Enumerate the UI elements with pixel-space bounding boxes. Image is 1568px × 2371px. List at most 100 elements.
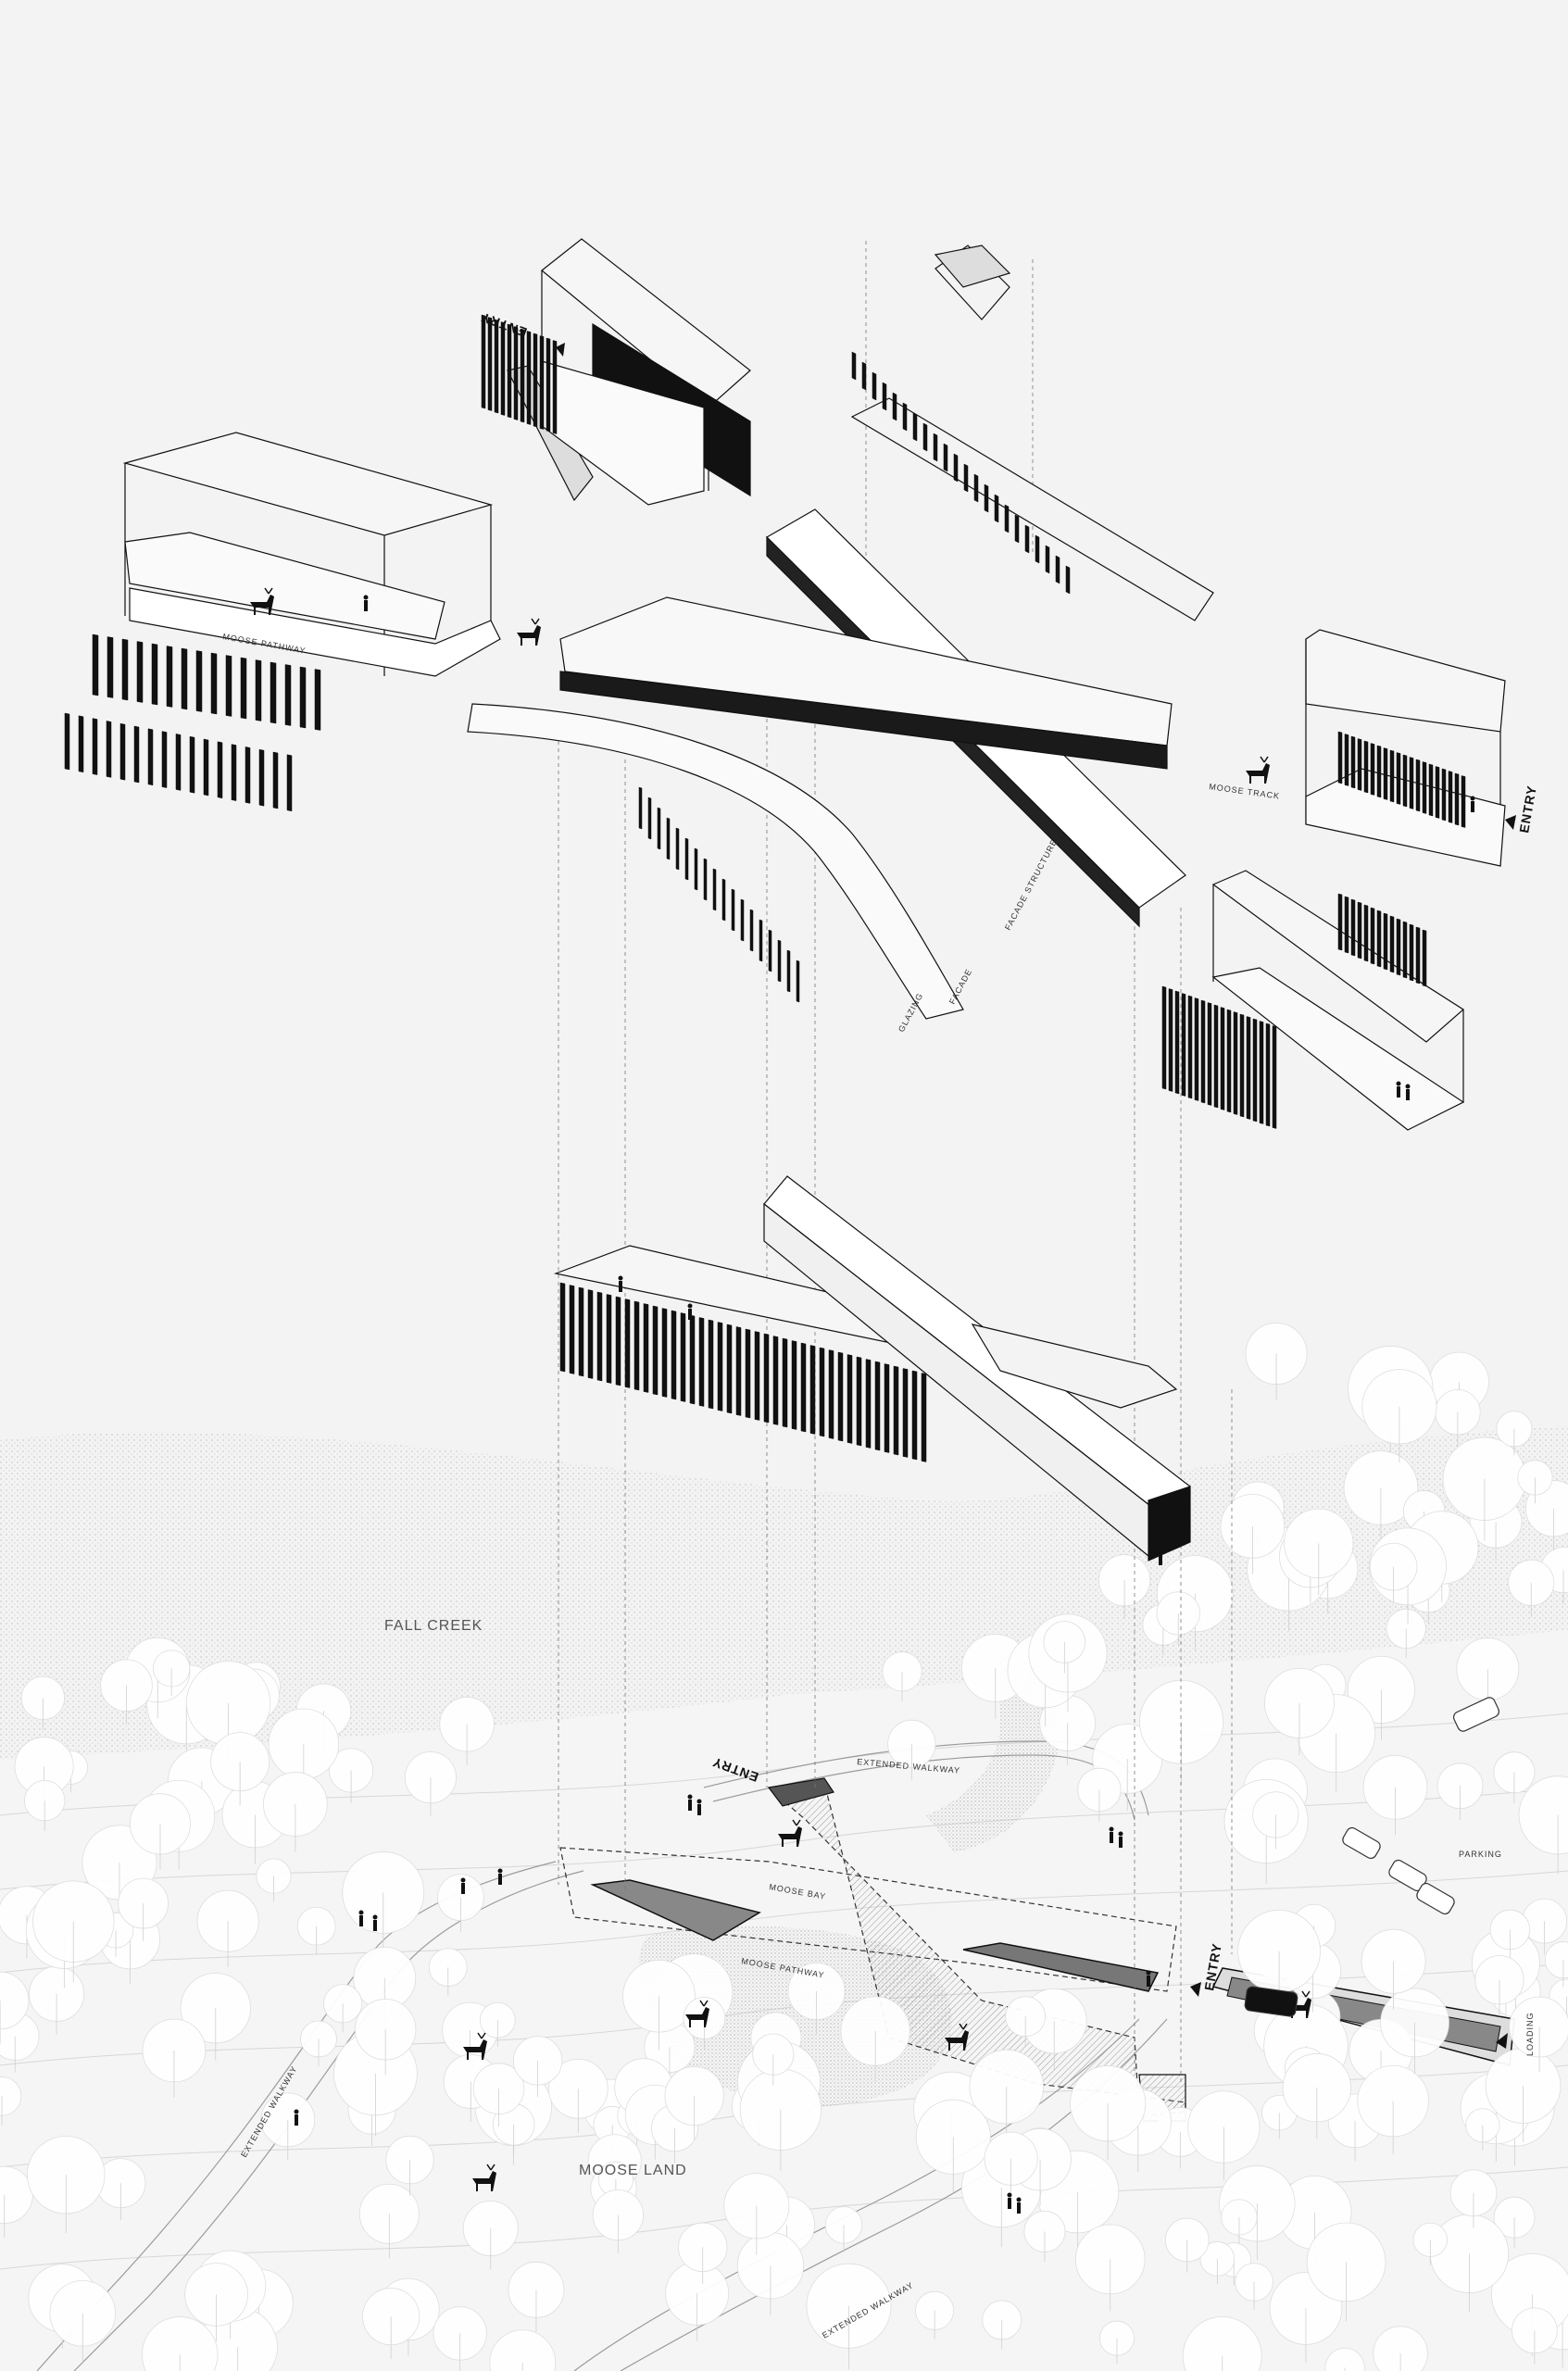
facade-fin xyxy=(481,314,486,409)
facade-fin xyxy=(675,827,680,871)
facade-fin xyxy=(1448,771,1453,823)
facade-fin xyxy=(255,659,262,721)
entry-arrows xyxy=(556,343,1516,2049)
facade-fin xyxy=(1422,761,1427,814)
person-icon xyxy=(696,1799,702,1815)
facade-fin xyxy=(1045,545,1050,574)
facade-fin xyxy=(902,1368,909,1458)
facade-fin xyxy=(624,1298,631,1388)
person-icon xyxy=(497,1868,503,1885)
moose-icon xyxy=(778,1819,802,1847)
tree-icon xyxy=(1139,1679,1224,1785)
tree-icon xyxy=(118,1877,169,1941)
facade-fin xyxy=(749,909,754,952)
facade-fin xyxy=(1239,1013,1245,1118)
tree-icon xyxy=(404,1751,457,1816)
tree-icon xyxy=(1252,1791,1299,1850)
facade-fin xyxy=(777,939,782,983)
facade-fin xyxy=(1409,923,1414,982)
tree-icon xyxy=(49,2280,116,2363)
tree-icon xyxy=(1284,1508,1354,1596)
tree-icon xyxy=(1449,2169,1498,2228)
tree-icon xyxy=(462,2201,519,2270)
facade-fin xyxy=(1065,565,1071,595)
moose-icon xyxy=(1287,1990,1311,2018)
tree-icon xyxy=(1493,1751,1536,1803)
facade-fin xyxy=(166,646,173,708)
facade-fin xyxy=(286,754,293,812)
person-icon xyxy=(687,1794,693,1811)
facade-fin xyxy=(1435,766,1440,819)
facade-fin xyxy=(1265,1022,1271,1127)
tree-icon xyxy=(1077,1767,1122,1823)
tree-icon xyxy=(723,2173,790,2255)
facade-fin xyxy=(615,1296,621,1386)
tree-icon xyxy=(489,2329,557,2371)
facade-fin xyxy=(500,321,506,416)
facade-fin xyxy=(147,728,154,786)
facade-fin xyxy=(861,361,867,391)
facade-fin xyxy=(1337,893,1343,951)
label-fall-creek: FALL CREEK xyxy=(384,1618,483,1634)
tree-icon xyxy=(1496,1411,1533,1456)
facade-fin xyxy=(796,960,800,1003)
facade-fin xyxy=(902,402,908,432)
tree-icon xyxy=(180,1973,251,2061)
tree-icon xyxy=(752,2033,795,2086)
facade-fin xyxy=(943,443,948,472)
entry-arrow-icon xyxy=(1505,815,1516,830)
facade-fin xyxy=(1337,731,1343,784)
facade-fin xyxy=(963,463,969,493)
car-icon xyxy=(1342,1826,1381,1860)
facade-fin xyxy=(231,744,237,801)
facade-fin xyxy=(809,1345,816,1435)
facade-fin xyxy=(161,731,168,788)
facade-fin xyxy=(922,422,928,452)
tree-icon xyxy=(1512,2307,1558,2365)
tree-icon xyxy=(29,1965,85,2036)
facade-fin xyxy=(596,1291,603,1382)
facade-fin xyxy=(225,655,232,717)
tree-icon xyxy=(1373,2326,1428,2371)
tree-icon xyxy=(1493,2196,1536,2249)
moose-icon xyxy=(945,2023,969,2051)
facade-fin xyxy=(1246,1016,1251,1120)
facade-fin xyxy=(1207,1002,1212,1106)
tree-icon xyxy=(256,1858,292,1902)
facade-fin xyxy=(210,652,218,715)
facade-fin xyxy=(195,650,203,712)
car-icon xyxy=(1244,1986,1298,2017)
facade-fin xyxy=(314,669,321,731)
facade-fin xyxy=(513,326,519,420)
facade-fin xyxy=(791,1340,797,1430)
entry-arrow-icon xyxy=(1190,1982,1201,1997)
facade-fin xyxy=(272,751,279,809)
facade-fin xyxy=(694,847,698,891)
facade-fin xyxy=(1389,915,1395,973)
facade-fin xyxy=(1187,995,1193,1099)
tree-icon xyxy=(1436,1763,1484,1820)
facade-fin xyxy=(587,1289,594,1379)
facade-fin xyxy=(657,807,661,850)
facade-fin xyxy=(731,888,735,932)
facade-fin xyxy=(240,657,247,720)
facade-fin xyxy=(800,1342,807,1433)
facade-fin xyxy=(851,351,857,381)
facade-fin xyxy=(546,337,551,433)
facade-fin xyxy=(1350,898,1356,957)
tree-icon xyxy=(1509,1996,1568,2073)
facade-fin xyxy=(189,735,195,794)
tree-icon xyxy=(1099,2320,1135,2365)
tree-icon xyxy=(887,1719,936,1780)
label-moose-land: MOOSE LAND xyxy=(579,2163,687,2178)
facade-fin xyxy=(1272,1025,1277,1129)
facade-fin xyxy=(638,786,643,830)
tree-icon xyxy=(385,2135,434,2196)
person-icon xyxy=(1405,1084,1411,1100)
person-icon xyxy=(372,1914,378,1931)
tree-cluster xyxy=(0,1323,1568,2371)
tree-icon xyxy=(355,1999,417,2076)
tree-icon xyxy=(472,2063,525,2127)
tree-icon xyxy=(806,2263,892,2370)
tree-icon xyxy=(1544,1941,1568,1988)
